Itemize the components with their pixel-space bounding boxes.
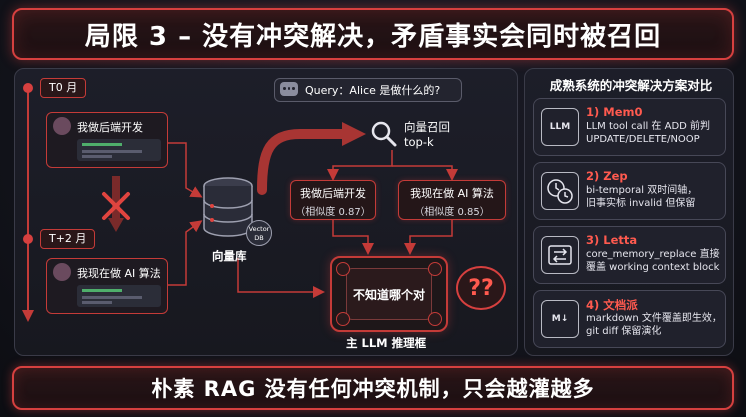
llm-tool-icon-text: LLM <box>549 122 571 132</box>
solution-name: 3) Letta <box>586 233 638 247</box>
solution-card-zep: 2) Zep bi-temporal 双时间轴， 旧事实标 invalid 但保… <box>533 162 726 220</box>
magnifier-icon <box>371 121 397 147</box>
llm-confused-box: 不知道哪个对 <box>346 268 432 320</box>
solution-card-mem0: LLM 1) Mem0 LLM tool call 在 ADD 前判 UPDAT… <box>533 98 726 156</box>
solution-card-docs: M↓ 4) 文档派 markdown 文件覆盖即生效， git diff 保留演… <box>533 290 726 348</box>
solution-name: 4) 文档派 <box>586 298 638 312</box>
memory-card-2: 我现在做 AI 算法 <box>46 258 168 314</box>
database-icon <box>203 177 253 237</box>
arrow-retrieval-to-result2 <box>392 165 458 181</box>
solution-name: 1) Mem0 <box>586 105 643 119</box>
solution-desc-line1: LLM tool call 在 ADD 前判 <box>586 121 711 132</box>
user-avatar-icon <box>53 263 71 281</box>
question-bubble-icon: ?? <box>456 266 506 310</box>
replace-arrows-icon <box>541 236 579 274</box>
solution-desc-line2: UPDATE/DELETE/NOOP <box>586 134 700 145</box>
confused-face-icon <box>336 262 350 276</box>
solution-desc-line2: 覆盖 working context block <box>586 262 720 273</box>
memory-card-1: 我做后端开发 <box>46 112 168 168</box>
page-title: 局限 3 – 没有冲突解决，矛盾事实会同时被召回 <box>84 21 662 52</box>
llm-confused-text: 不知道哪个对 <box>352 287 425 302</box>
llm-tool-icon: LLM <box>541 108 579 146</box>
solution-desc-line1: bi-temporal 双时间轴， <box>586 185 698 196</box>
timeline-label-t0: T0 月 <box>40 78 87 98</box>
bottom-banner-text: 朴素 RAG 没有任何冲突机制，只会越灌越多 <box>151 377 595 401</box>
arrow-result1-to-llm <box>332 220 374 255</box>
result-2-similarity: （相似度 0.85） <box>414 207 490 218</box>
result-1-text: 我做后端开发 <box>300 187 366 200</box>
result-2-text: 我现在做 AI 算法 <box>410 187 494 200</box>
arrow-db-to-llm <box>237 258 325 298</box>
query-bubble: Query：Alice 是做什么的? <box>274 78 462 102</box>
timeline-dot-t2 <box>23 234 33 244</box>
arrow-db-to-retrieval <box>257 129 351 195</box>
retrieval-label: 向量召回 top-k <box>404 120 450 150</box>
llm-frame-label: 主 LLM 推理框 <box>346 336 427 350</box>
arrow-mem1-to-db <box>168 142 203 198</box>
timeline-arrowhead <box>22 310 34 322</box>
result-1-similarity: （相似度 0.87） <box>295 207 371 218</box>
arrow-db-to-retrieval-head <box>342 122 366 146</box>
vector-db-badge-line2: DB <box>254 234 264 242</box>
vector-db-label: 向量库 <box>212 249 247 263</box>
timeline-dot-t0 <box>23 83 33 93</box>
markdown-file-icon-text: M↓ <box>551 314 569 324</box>
solution-card-letta: 3) Letta core_memory_replace 直接 覆盖 worki… <box>533 226 726 284</box>
chat-bubble-icon <box>280 82 298 96</box>
solution-desc-line2: git diff 保留演化 <box>586 326 662 337</box>
title-banner: 局限 3 – 没有冲突解决，矛盾事实会同时被召回 <box>12 8 734 60</box>
query-text: Query：Alice 是做什么的? <box>305 84 441 97</box>
result-box-2: 我现在做 AI 算法 （相似度 0.85） <box>398 180 506 220</box>
arrow-result2-to-llm <box>404 220 453 255</box>
code-snippet-icon <box>77 139 161 161</box>
question-marks: ?? <box>468 275 494 301</box>
confused-face-icon <box>428 262 442 276</box>
code-snippet-icon <box>77 285 161 307</box>
retrieval-line2: top-k <box>404 135 434 149</box>
markdown-file-icon: M↓ <box>541 300 579 338</box>
memory-2-text: 我现在做 AI 算法 <box>77 267 161 280</box>
confused-face-icon <box>428 312 442 326</box>
solution-desc-line1: markdown 文件覆盖即生效， <box>586 313 722 324</box>
solution-desc: LLM tool call 在 ADD 前判 UPDATE/DELETE/NOO… <box>586 120 710 146</box>
result-box-1: 我做后端开发 （相似度 0.87） <box>290 180 376 220</box>
dual-clock-icon <box>541 172 579 210</box>
vector-db-badge-line1: Vector <box>248 225 270 233</box>
arrow-retrieval-to-result1 <box>327 150 393 181</box>
memory-1-text: 我做后端开发 <box>77 121 143 134</box>
vector-db-badge: Vector DB <box>246 220 272 246</box>
user-avatar-icon <box>53 117 71 135</box>
solution-name: 2) Zep <box>586 169 628 183</box>
retrieval-line1: 向量召回 <box>404 120 450 134</box>
timeline-label-t2: T+2 月 <box>40 229 96 249</box>
bottom-banner: 朴素 RAG 没有任何冲突机制，只会越灌越多 <box>12 366 734 410</box>
solution-desc: markdown 文件覆盖即生效， git diff 保留演化 <box>586 312 722 338</box>
solution-desc-line2: 旧事实标 invalid 但保留 <box>586 198 696 209</box>
solution-desc: core_memory_replace 直接 覆盖 working contex… <box>586 248 720 274</box>
arrow-mem2-to-db <box>168 220 203 286</box>
confused-face-icon <box>336 312 350 326</box>
conflict-x-icon <box>102 176 130 232</box>
solution-desc-line1: core_memory_replace 直接 <box>586 249 720 260</box>
comparison-title: 成熟系统的冲突解决方案对比 <box>549 78 713 93</box>
solution-desc: bi-temporal 双时间轴， 旧事实标 invalid 但保留 <box>586 184 697 210</box>
